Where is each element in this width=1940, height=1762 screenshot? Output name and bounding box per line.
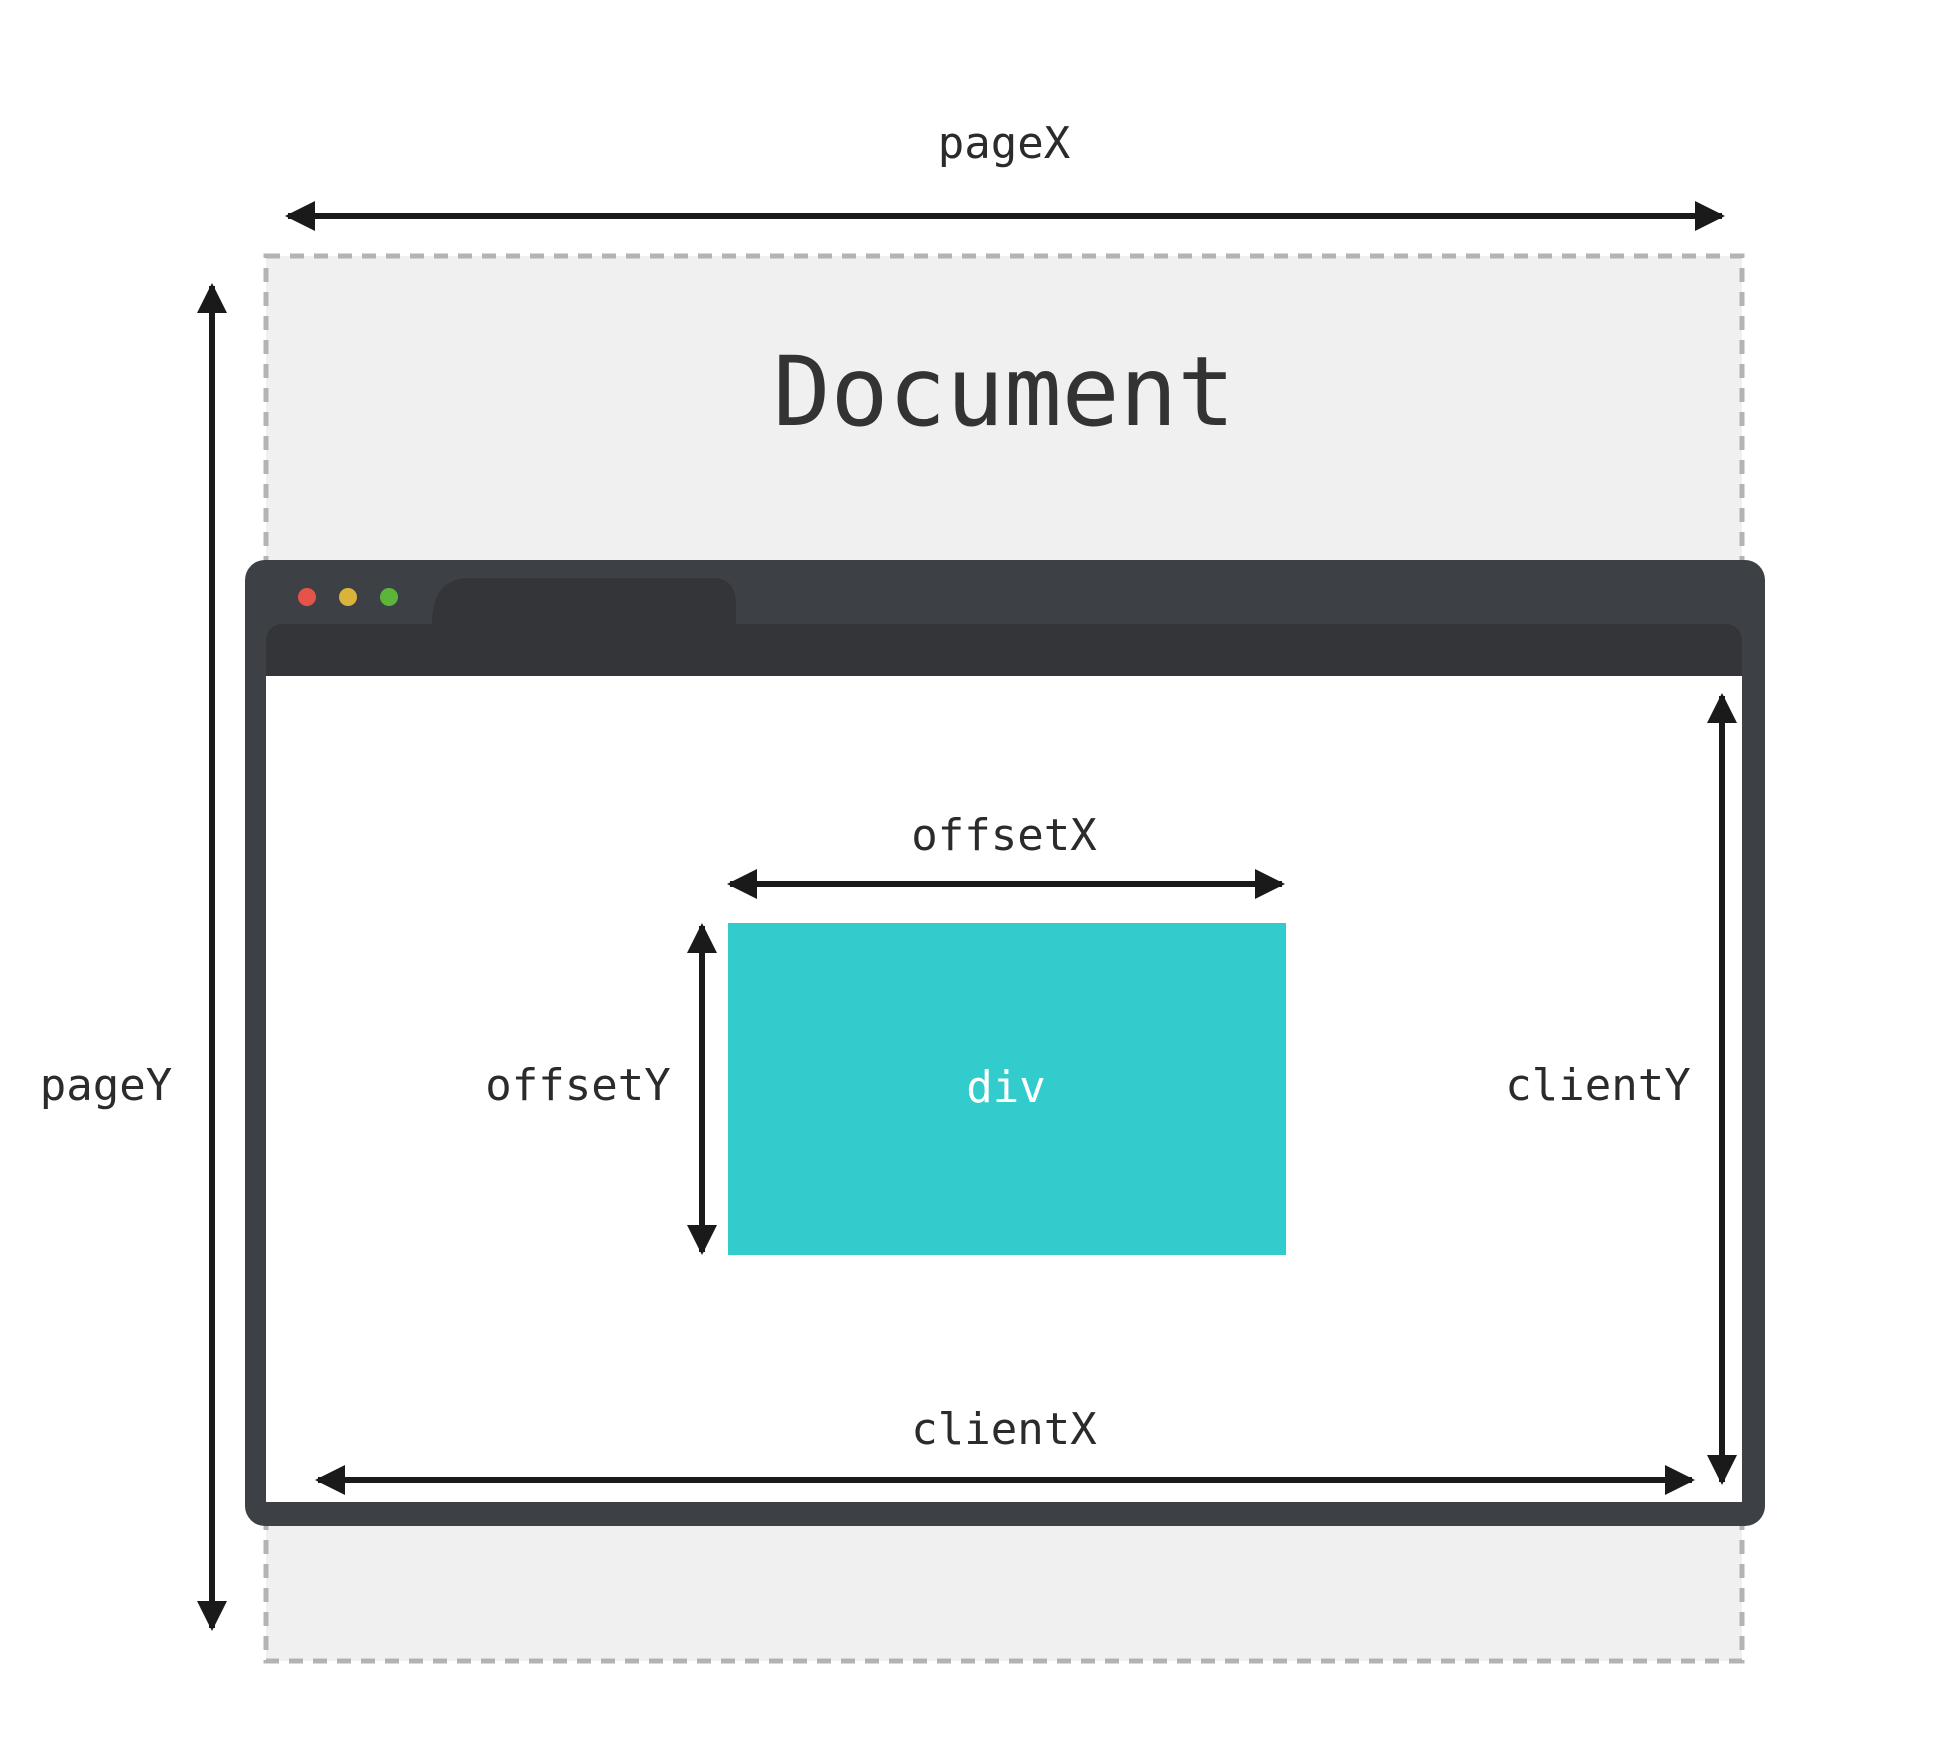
pagex-label: pageX: [938, 118, 1071, 169]
toolbar-bottom-fill: [266, 650, 1742, 676]
offsetx-label: offsetX: [911, 810, 1097, 861]
browser-tab: [432, 578, 736, 630]
clienty-label: clientY: [1505, 1060, 1690, 1111]
div-label: div: [966, 1062, 1045, 1113]
window-minimize-dot[interactable]: [339, 588, 357, 606]
div-box: [728, 923, 1286, 1255]
pagey-label: pageY: [40, 1060, 172, 1111]
document-title: Document: [773, 336, 1235, 448]
clientx-label: clientX: [911, 1404, 1097, 1455]
window-maximize-dot[interactable]: [380, 588, 398, 606]
window-close-dot[interactable]: [298, 588, 316, 606]
offsety-label: offsetY: [485, 1060, 670, 1111]
